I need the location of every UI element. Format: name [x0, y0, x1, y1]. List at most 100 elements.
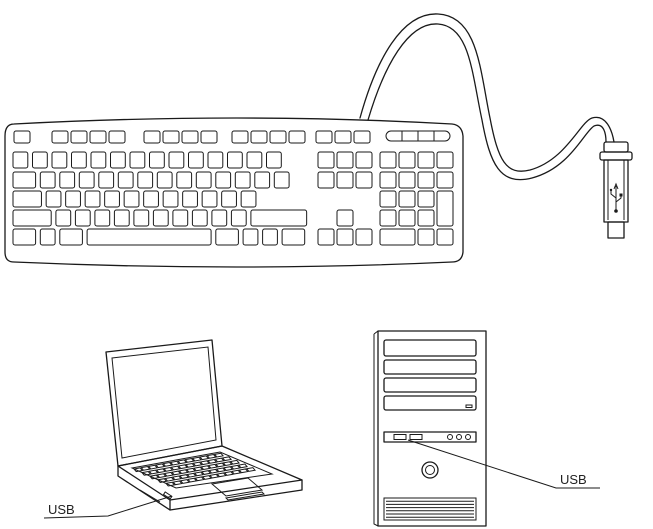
- laptop-key: [155, 468, 167, 474]
- key: [13, 130, 31, 144]
- keyboard: [4, 117, 464, 268]
- laptop-key: [141, 470, 152, 476]
- laptop-key: [207, 458, 218, 464]
- key: [417, 228, 435, 246]
- laptop-key: [157, 478, 168, 483]
- key: [59, 228, 83, 246]
- key: [110, 151, 126, 169]
- laptop-key: [231, 469, 242, 475]
- touchpad: [210, 477, 264, 497]
- key: [250, 209, 308, 227]
- key: [181, 130, 199, 144]
- power-button: [421, 461, 439, 479]
- key: [51, 151, 68, 169]
- drive-bay-2: [383, 359, 477, 375]
- key: [250, 130, 268, 144]
- key: [262, 228, 278, 246]
- laptop-key: [208, 468, 219, 474]
- laptop-key: [172, 480, 183, 486]
- key: [94, 209, 111, 227]
- laptop-key: [193, 471, 205, 477]
- key: [336, 228, 354, 246]
- key: [336, 151, 354, 169]
- key: [55, 209, 72, 227]
- key: [117, 171, 134, 189]
- laptop-key: [215, 462, 226, 468]
- laptop-key: [200, 465, 211, 471]
- key: [143, 190, 159, 208]
- key: [215, 171, 232, 189]
- key: [234, 171, 251, 189]
- laptop-key: [164, 476, 175, 482]
- laptop-key: [199, 455, 210, 461]
- laptop-key: [237, 463, 249, 469]
- key: [156, 171, 173, 189]
- laptop-key: [170, 465, 181, 471]
- keyboard-keys: [12, 130, 454, 246]
- key: [90, 151, 107, 169]
- front-port-panel: [383, 431, 477, 443]
- key: [207, 151, 224, 169]
- key: [398, 190, 416, 208]
- laptop-key: [163, 466, 174, 472]
- key: [242, 228, 259, 246]
- desktop-tower: USB: [373, 330, 600, 527]
- laptop-usb-label: USB: [48, 502, 75, 517]
- key: [240, 190, 257, 208]
- key: [269, 130, 287, 144]
- key: [172, 209, 189, 227]
- laptop-key: [194, 476, 205, 482]
- laptop-key: [179, 474, 190, 479]
- drive-bay-1: [383, 339, 477, 357]
- tower-case: [377, 330, 487, 527]
- laptop-key: [178, 469, 189, 475]
- key: [288, 130, 306, 144]
- laptop-key: [223, 471, 235, 476]
- key: [398, 171, 416, 189]
- key: [398, 151, 416, 169]
- key: [317, 171, 335, 189]
- key: [246, 151, 263, 169]
- laptop-key: [209, 473, 220, 479]
- key: [162, 190, 179, 208]
- key: [379, 171, 397, 189]
- key: [152, 209, 169, 227]
- key: [417, 171, 435, 189]
- key: [201, 190, 218, 208]
- laptop-usb-port: [162, 491, 173, 500]
- key: [86, 228, 212, 246]
- key: [12, 190, 42, 208]
- laptop-key: [192, 461, 203, 467]
- key: [266, 151, 282, 169]
- laptop-key: [171, 475, 183, 481]
- key: [113, 209, 130, 227]
- key: [74, 209, 91, 227]
- key: [379, 190, 397, 208]
- key: [182, 190, 198, 208]
- laptop-key: [214, 457, 225, 463]
- drive-bay-4: [383, 395, 477, 411]
- key: [317, 151, 335, 169]
- laptop-key: [215, 467, 227, 473]
- laptop-key: [156, 473, 167, 479]
- key: [98, 171, 115, 189]
- key: [45, 190, 62, 208]
- laptop-keyboard: [133, 452, 257, 487]
- key: [317, 228, 335, 246]
- laptop-key: [148, 469, 159, 475]
- drive-bay-3: [383, 377, 477, 393]
- key: [200, 130, 218, 144]
- laptop-key: [177, 464, 189, 470]
- keyboard-body: [4, 117, 464, 268]
- key: [436, 228, 454, 246]
- key: [417, 190, 435, 208]
- laptop-key: [191, 456, 203, 462]
- key: [168, 151, 185, 169]
- laptop-key: [155, 463, 166, 469]
- laptop-lid: [105, 339, 223, 467]
- laptop-key: [177, 459, 188, 465]
- laptop-key: [165, 481, 176, 487]
- key: [143, 130, 161, 144]
- key: [89, 130, 107, 144]
- desktop-usb-label: USB: [560, 472, 587, 487]
